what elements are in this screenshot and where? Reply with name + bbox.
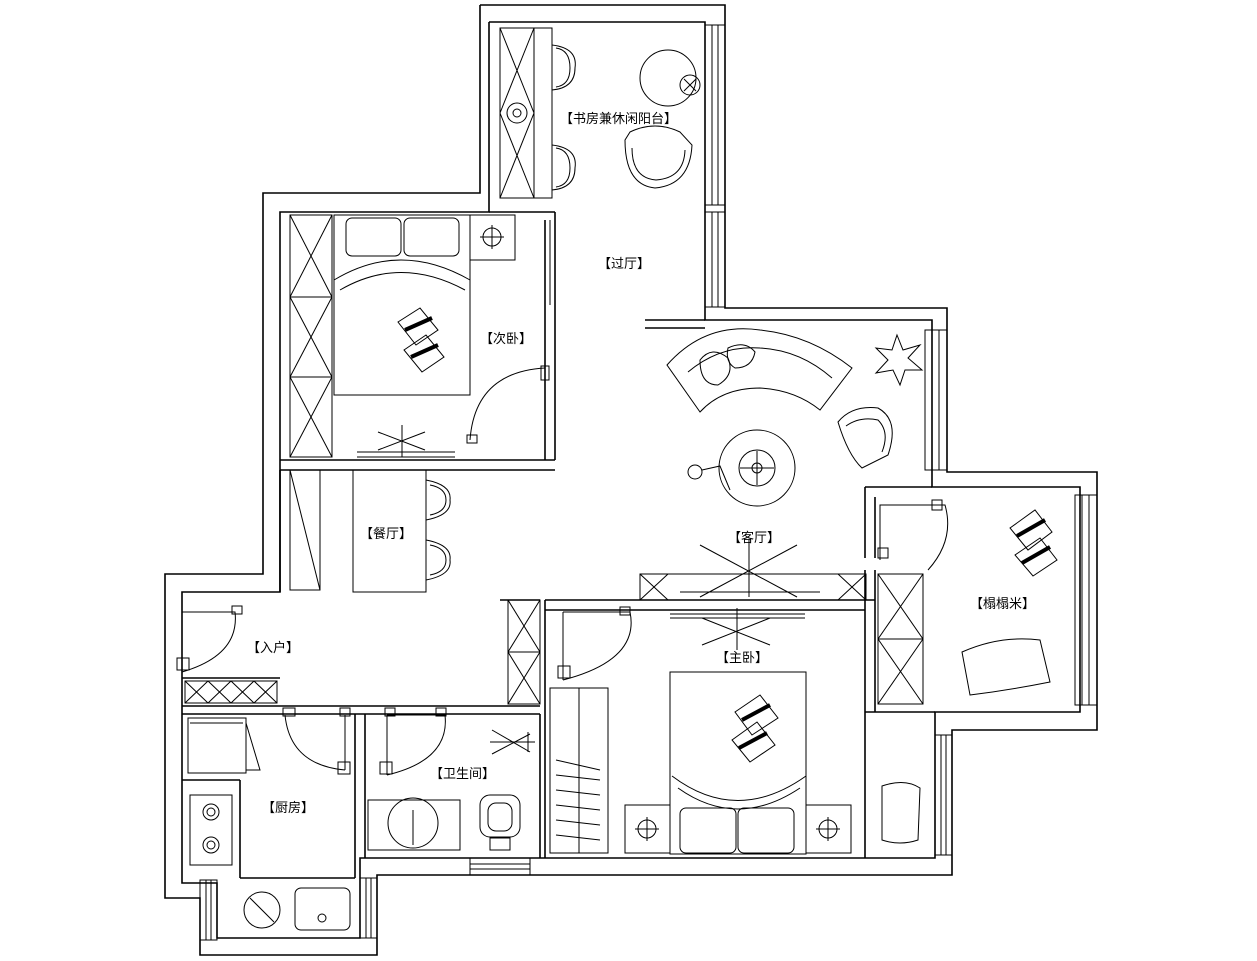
dining-furniture [289, 469, 451, 593]
kitchen-furniture [187, 707, 351, 931]
second-bedroom-furniture [289, 214, 550, 458]
master-bedroom-furniture [507, 599, 921, 855]
windows [199, 24, 1098, 941]
study-furniture [499, 27, 701, 199]
living-furniture [639, 328, 924, 601]
entrance-label: 【入户】 [247, 640, 299, 656]
second-bedroom-label: 【次卧】 [480, 331, 532, 347]
interior-walls [182, 211, 935, 879]
dining-label: 【餐厅】 [360, 526, 412, 542]
kitchen-label: 【厨房】 [262, 800, 314, 816]
living-label: 【客厅】 [728, 530, 780, 546]
tatami-label: 【榻榻米】 [970, 597, 1035, 612]
hallway-label: 【过厅】 [598, 257, 650, 272]
tatami-furniture [877, 499, 1058, 705]
bathroom-furniture [367, 707, 535, 851]
study-label: 【书房兼休闲阳台】 [560, 111, 677, 127]
entrance-furniture [176, 605, 278, 704]
bathroom-label: 【卫生间】 [430, 767, 495, 782]
master-bedroom-label: 【主卧】 [716, 651, 768, 666]
